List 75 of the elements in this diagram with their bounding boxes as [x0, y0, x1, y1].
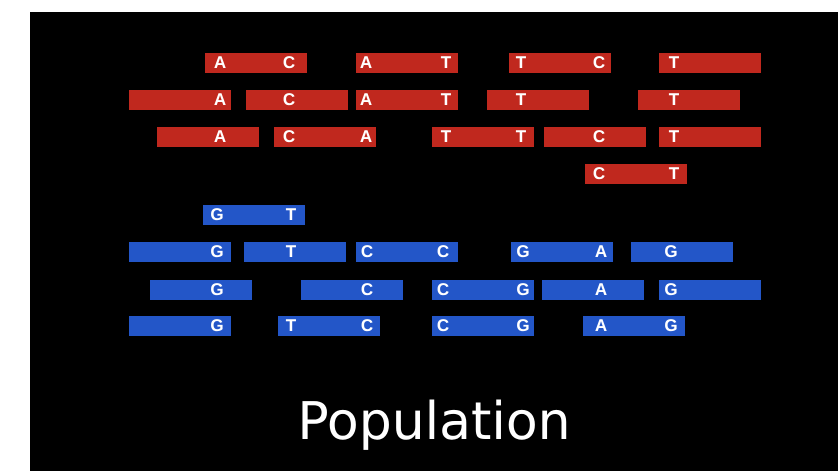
- sequence-read-bar: [631, 242, 733, 262]
- sequence-read-bar: [356, 53, 458, 73]
- base-letter: C: [592, 164, 606, 184]
- sequence-read-bar: [356, 90, 458, 110]
- base-letter: C: [436, 242, 450, 262]
- sequence-read-bar: [659, 53, 761, 73]
- base-letter: C: [282, 53, 296, 73]
- sequence-read-bar: [203, 205, 305, 225]
- base-letter: G: [210, 316, 224, 336]
- sequence-read-bar: [542, 280, 644, 300]
- sequence-read-bar: [432, 127, 534, 147]
- base-letter: T: [668, 164, 680, 184]
- base-letter: A: [214, 53, 226, 73]
- base-letter: G: [210, 280, 224, 300]
- sequence-read-bar: [585, 164, 687, 184]
- base-letter: T: [516, 127, 526, 147]
- base-letter: A: [360, 127, 372, 147]
- base-letter: A: [594, 316, 608, 336]
- base-letter: T: [286, 242, 296, 262]
- base-letter: T: [668, 53, 680, 73]
- sequence-read-bar: [274, 127, 376, 147]
- sequence-read-bar: [511, 242, 613, 262]
- sequence-read-bar: [244, 242, 346, 262]
- base-letter: T: [286, 205, 296, 225]
- base-letter: A: [214, 127, 226, 147]
- base-letter: C: [360, 316, 374, 336]
- sequence-read-bar: [544, 127, 646, 147]
- base-letter: C: [360, 242, 374, 262]
- sequence-read-bar: [205, 53, 307, 73]
- base-letter: G: [664, 242, 678, 262]
- base-letter: C: [592, 53, 606, 73]
- base-letter: A: [360, 53, 372, 73]
- base-letter: T: [668, 127, 680, 147]
- sequence-read-bar: [432, 280, 534, 300]
- sequence-read-bar: [487, 90, 589, 110]
- base-letter: G: [210, 205, 224, 225]
- sequence-read-bar: [356, 242, 458, 262]
- base-letter: A: [360, 90, 372, 110]
- sequence-read-bar: [509, 53, 611, 73]
- base-letter: T: [286, 316, 296, 336]
- slide-title: Population: [296, 392, 572, 452]
- base-letter: A: [214, 90, 226, 110]
- base-letter: T: [516, 90, 526, 110]
- base-letter: G: [664, 316, 678, 336]
- sequence-read-bar: [301, 280, 403, 300]
- base-letter: A: [594, 242, 608, 262]
- sequence-read-bar: [129, 90, 231, 110]
- base-letter: C: [360, 280, 374, 300]
- sequence-read-bar: [157, 127, 259, 147]
- base-letter: A: [594, 280, 608, 300]
- base-letter: C: [282, 90, 296, 110]
- sequence-read-bar: [150, 280, 252, 300]
- base-letter: C: [592, 127, 606, 147]
- sequence-read-bar: [638, 90, 740, 110]
- sequence-read-bar: [246, 90, 348, 110]
- sequence-read-bar: [129, 242, 231, 262]
- sequence-read-bar: [129, 316, 231, 336]
- sequence-read-bar: [432, 316, 534, 336]
- base-letter: G: [664, 280, 678, 300]
- base-letter: G: [516, 316, 530, 336]
- sequence-read-bar: [278, 316, 380, 336]
- base-letter: C: [436, 280, 450, 300]
- base-letter: T: [668, 90, 680, 110]
- base-letter: T: [516, 53, 526, 73]
- base-letter: C: [282, 127, 296, 147]
- sequence-read-bar: [583, 316, 685, 336]
- base-letter: C: [436, 316, 450, 336]
- sequence-read-bar: [659, 280, 761, 300]
- base-letter: T: [440, 127, 452, 147]
- base-letter: G: [210, 242, 224, 262]
- base-letter: T: [440, 90, 452, 110]
- sequence-read-bar: [659, 127, 761, 147]
- base-letter: T: [440, 53, 452, 73]
- base-letter: G: [516, 280, 530, 300]
- base-letter: G: [516, 242, 530, 262]
